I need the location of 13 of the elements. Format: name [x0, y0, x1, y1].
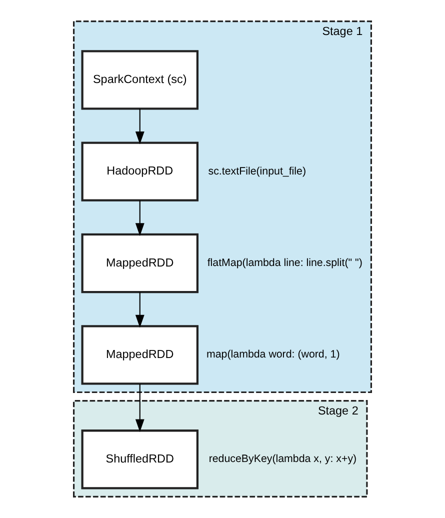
- node-box: HadoopRDD: [81, 142, 199, 202]
- node-label: reduceByKey(lambda x, y: x+y): [208, 453, 357, 466]
- arrow: [135, 292, 144, 328]
- node-box: MappedRDD: [81, 233, 199, 294]
- node-box: SparkContext (sc): [81, 50, 199, 110]
- node-box: MappedRDD: [81, 325, 199, 385]
- node-label: map(lambda word: (word, 1): [206, 348, 340, 361]
- node-label: flatMap(lambda line: line.split(" "): [207, 256, 362, 269]
- node-label: sc.textFile(input_file): [208, 165, 306, 178]
- arrow: [135, 108, 144, 144]
- node-box: ShuffledRDD: [81, 430, 199, 490]
- arrow: [135, 384, 144, 432]
- arrow: [135, 200, 144, 236]
